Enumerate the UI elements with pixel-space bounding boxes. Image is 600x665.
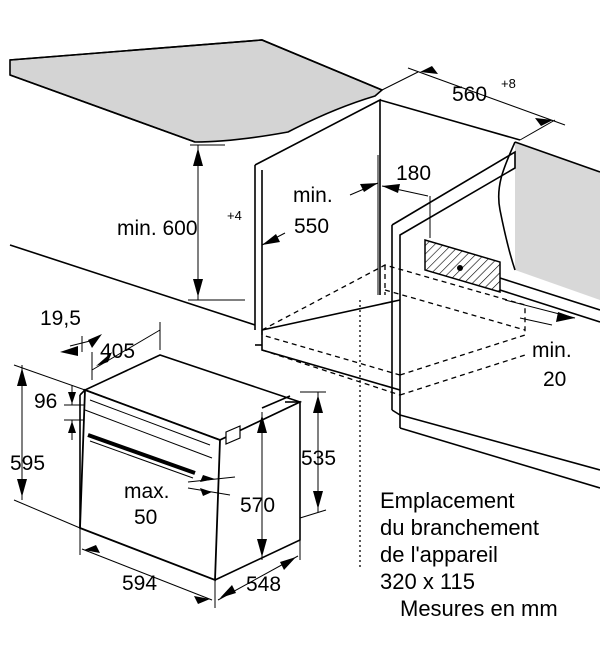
dim-niche-height — [188, 144, 245, 301]
connection-note-line1: Emplacement — [380, 488, 515, 513]
dim-niche-width — [381, 66, 566, 141]
units-note: Mesures en mm — [400, 596, 558, 621]
connection-note-line3: de l'appareil — [380, 542, 498, 567]
dim-oven-width — [79, 528, 216, 608]
front-96-label: 96 — [34, 390, 57, 413]
body-height-label: 535 — [301, 447, 336, 470]
dim-rear-gap — [504, 299, 576, 326]
oven-height-label: 595 — [10, 452, 45, 475]
rear-gap-line2: 20 — [543, 368, 566, 391]
dim-inner-height — [257, 412, 267, 560]
door-gap-line1: max. — [124, 480, 170, 503]
oven-unit — [79, 354, 303, 582]
niche-depth-line1: min. — [293, 184, 333, 207]
worktop — [9, 39, 384, 143]
dim-front-19-5 — [60, 334, 102, 356]
dim-front-405 — [91, 322, 161, 380]
front-19-5-label: 19,5 — [40, 307, 81, 330]
dim-door-gap — [187, 475, 236, 496]
door-gap-line2: 50 — [134, 506, 157, 529]
niche-depth-line2: 550 — [294, 215, 329, 238]
dim-front-96 — [64, 385, 84, 440]
dim-oven-depth — [217, 540, 301, 601]
niche-height-tolerance: +4 — [227, 208, 242, 223]
dim-niche-depth — [261, 182, 379, 246]
niche-width-tolerance: +8 — [501, 76, 516, 91]
dim-oven-height — [13, 364, 86, 529]
niche-height-label: min. 600 — [117, 217, 198, 240]
niche-width-label: 560 — [452, 83, 487, 106]
front-405-label: 405 — [100, 340, 135, 363]
oven-width-label: 594 — [122, 572, 157, 595]
connection-offset-label: 180 — [396, 162, 431, 185]
connection-note-line2: du branchement — [380, 515, 539, 540]
inner-height-label: 570 — [240, 494, 275, 517]
right-cabinet — [497, 141, 600, 323]
niche-cabinet — [9, 98, 600, 570]
rear-gap-line1: min. — [532, 339, 572, 362]
connection-area — [424, 238, 501, 294]
oven-depth-label: 548 — [246, 573, 281, 596]
dim-connection-offset — [381, 184, 431, 238]
dim-body-height — [299, 391, 327, 519]
connection-note-line4: 320 x 115 — [380, 569, 475, 594]
